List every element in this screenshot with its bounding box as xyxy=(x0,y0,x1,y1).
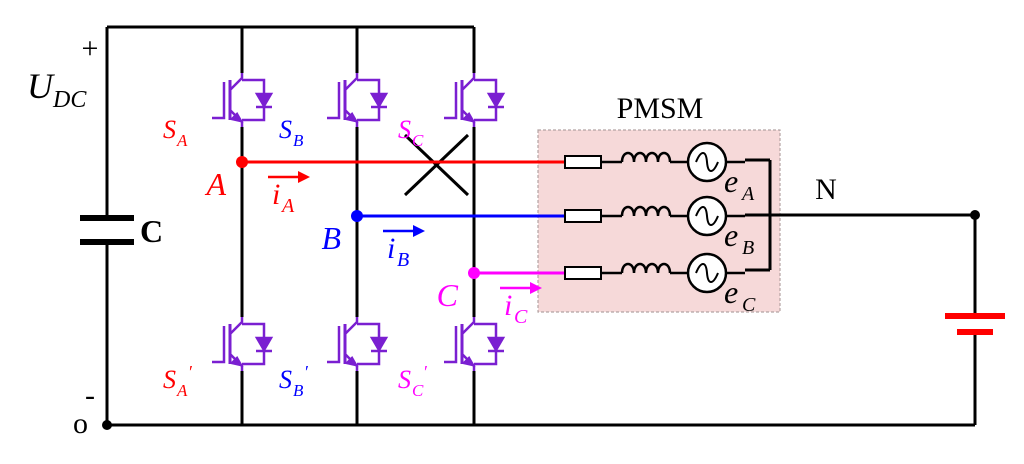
svg-text:i: i xyxy=(387,232,395,265)
plus-sign: + xyxy=(82,32,99,65)
igbt-lower-C xyxy=(444,317,506,371)
node-label-C: C xyxy=(437,277,459,313)
svg-text:B: B xyxy=(293,381,304,400)
pmsm-label: PMSM xyxy=(617,92,704,125)
svg-text:B: B xyxy=(742,237,754,259)
igbt-upper-B xyxy=(327,73,389,127)
node-label-B: B xyxy=(321,220,341,256)
node-label-A: A xyxy=(204,166,226,202)
svg-text:DC: DC xyxy=(52,87,87,113)
resistor xyxy=(564,266,602,280)
svg-text:′: ′ xyxy=(424,362,428,382)
resistor xyxy=(564,209,602,223)
svg-text:S: S xyxy=(398,115,411,144)
neutral-terminal xyxy=(970,210,980,220)
ground-terminal xyxy=(102,420,112,430)
svg-text:S: S xyxy=(398,365,411,394)
emf-label-B: e xyxy=(724,217,738,253)
resistor xyxy=(564,155,602,169)
svg-text:′: ′ xyxy=(189,362,193,382)
svg-text:A: A xyxy=(280,195,295,217)
svg-text:S: S xyxy=(279,115,292,144)
igbt-upper-C xyxy=(444,73,506,127)
svg-text:C: C xyxy=(742,294,756,316)
battery-symbol xyxy=(945,313,1005,335)
svg-text:S: S xyxy=(279,365,292,394)
svg-text:A: A xyxy=(740,183,755,205)
inductor xyxy=(620,262,672,274)
svg-text:A: A xyxy=(176,381,188,400)
emf-label-A: e xyxy=(724,163,738,199)
svg-text:U: U xyxy=(27,66,55,106)
svg-text:i: i xyxy=(272,178,280,211)
svg-text:C: C xyxy=(412,131,424,150)
node-A xyxy=(236,156,248,168)
igbt-upper-A xyxy=(212,73,274,127)
node-B xyxy=(351,210,363,222)
capacitor-label: C xyxy=(140,213,163,249)
inductor xyxy=(620,205,672,217)
inductor xyxy=(620,151,672,163)
svg-text:S: S xyxy=(163,115,176,144)
emf-label-C: e xyxy=(724,274,738,310)
crossing-mark xyxy=(403,133,470,197)
igbt-lower-B xyxy=(327,317,389,371)
svg-text:S: S xyxy=(163,365,176,394)
svg-text:B: B xyxy=(397,249,409,271)
svg-text:i: i xyxy=(504,289,512,322)
svg-text:B: B xyxy=(293,131,304,150)
phase-lines xyxy=(236,156,565,279)
svg-text:C: C xyxy=(514,306,528,328)
node-C xyxy=(468,267,480,279)
neutral-label: N xyxy=(815,173,837,206)
igbt-lower-A xyxy=(212,317,274,371)
ground-label: o xyxy=(73,407,88,440)
dc-bus-wires xyxy=(105,25,977,427)
igbt-switches xyxy=(212,73,506,371)
minus-sign: - xyxy=(85,379,95,412)
svg-text:A: A xyxy=(176,131,188,150)
dc-link-capacitor xyxy=(80,215,134,245)
svg-text:C: C xyxy=(412,381,424,400)
svg-text:′: ′ xyxy=(305,362,309,382)
udc-label: U DC xyxy=(27,66,87,113)
